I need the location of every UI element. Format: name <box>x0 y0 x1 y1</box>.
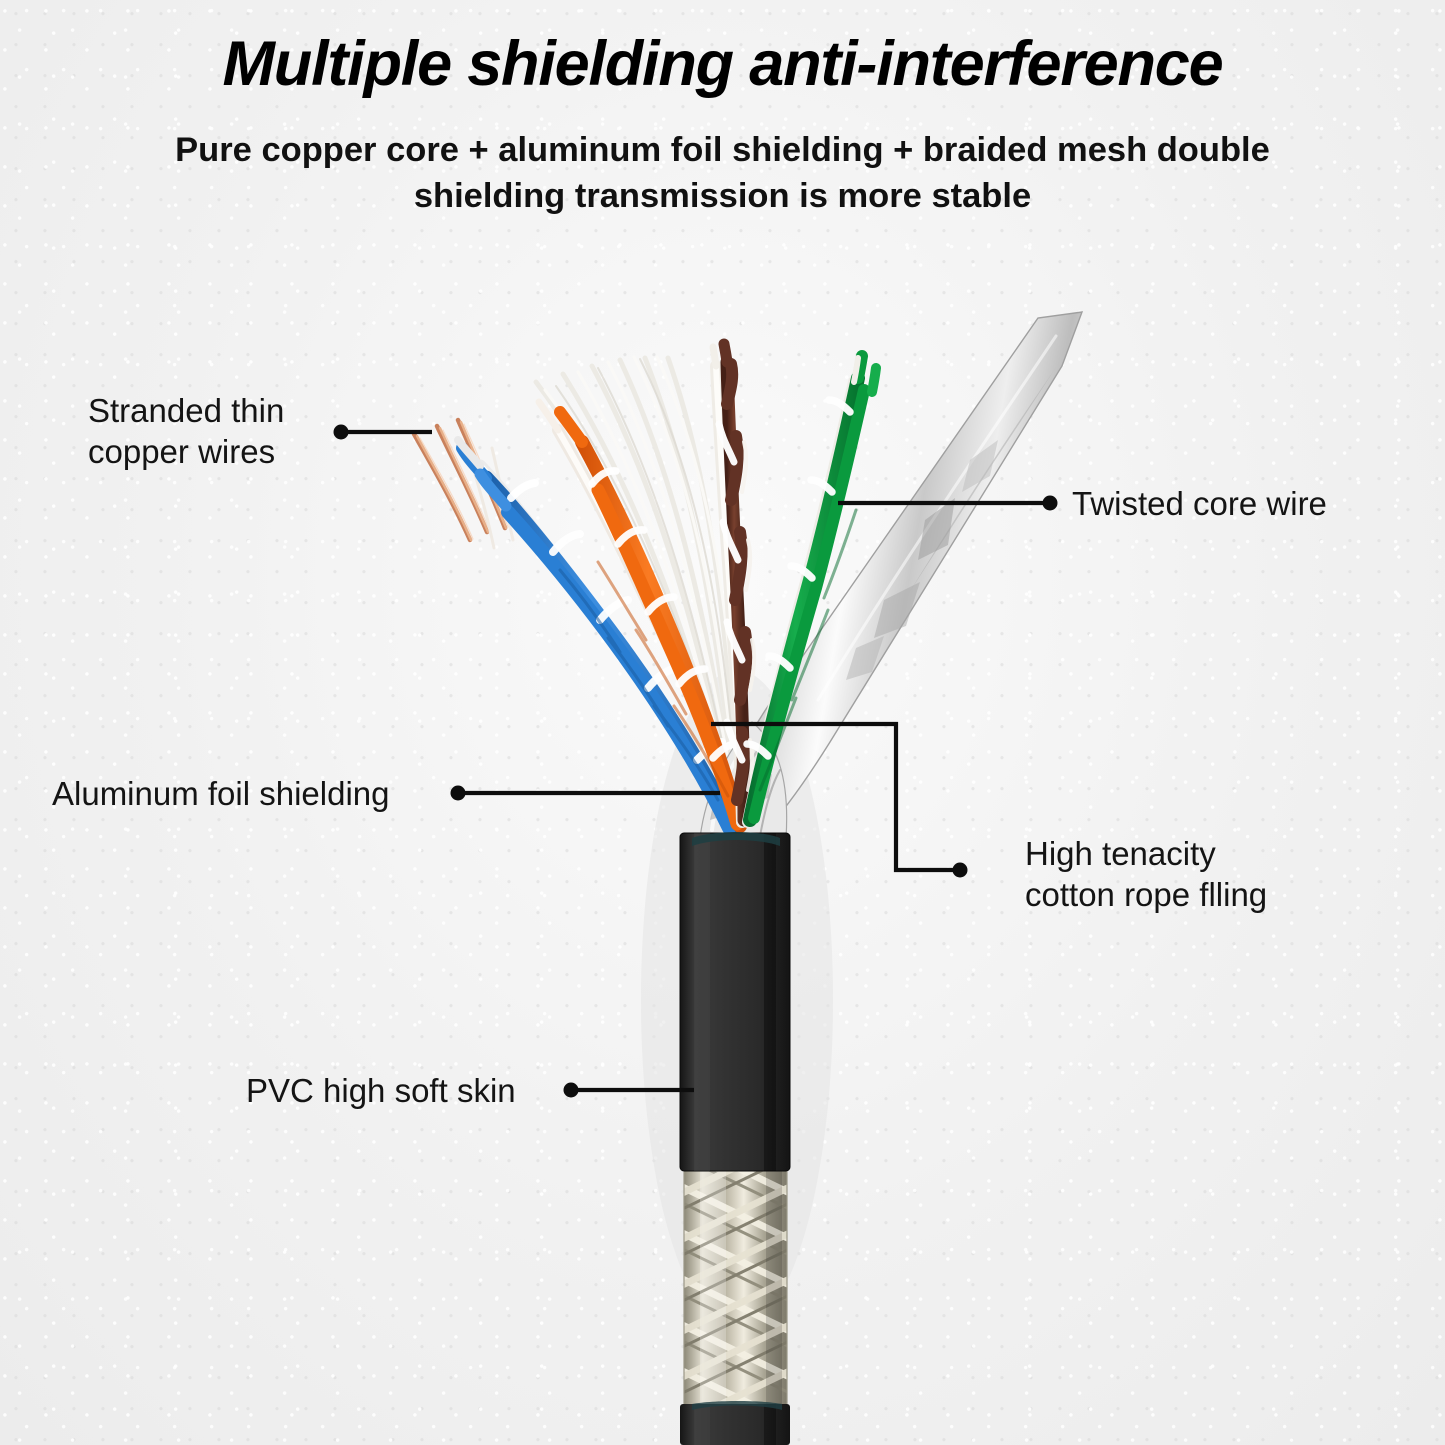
leader-stranded-thin-copper-wires <box>333 424 432 440</box>
green-twisted-pair <box>742 350 881 828</box>
page-title: Multiple shielding anti-interference <box>222 29 1224 99</box>
leader-pvc-high-soft-skin <box>563 1082 694 1098</box>
label-aluminum-foil-shielding: Aluminum foil shielding <box>52 775 390 812</box>
pvc-outer-jacket-upper <box>679 832 791 1172</box>
label-twisted-core-wire: Twisted core wire <box>1072 485 1327 522</box>
label-stranded-thin-copper-wires: Stranded thin copper wires <box>88 392 285 471</box>
pvc-outer-jacket-lower <box>680 1401 790 1445</box>
braided-mesh-shield <box>683 1167 788 1409</box>
brown-twisted-pair <box>709 338 757 828</box>
label-high-tenacity-cotton-rope: High tenacity cotton rope flling <box>1025 835 1268 914</box>
leader-twisted-core-wire <box>838 495 1058 511</box>
page-subtitle: Pure copper core + aluminum foil shieldi… <box>175 131 1270 215</box>
blue-twisted-pair <box>454 436 741 838</box>
leader-aluminum-foil-shielding <box>450 785 720 801</box>
orange-twisted-pair <box>535 398 747 833</box>
label-pvc-high-soft-skin: PVC high soft skin <box>246 1072 516 1109</box>
leader-high-tenacity-cotton-rope <box>711 721 968 878</box>
